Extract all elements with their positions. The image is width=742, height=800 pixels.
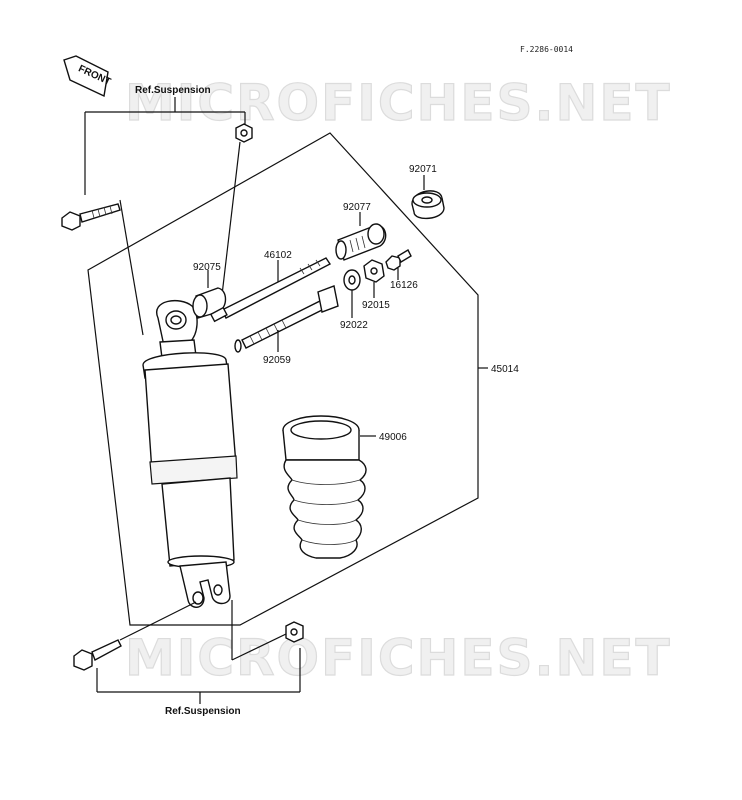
label-92077: 92077	[343, 202, 371, 213]
bottom-mounting-bolt	[73, 639, 122, 671]
label-92071: 92071	[409, 164, 437, 175]
assembly-outline-45014	[87, 132, 479, 626]
top-mounting-bolt	[61, 203, 121, 231]
part-92015-nut	[363, 259, 385, 283]
ref-suspension-bottom-bracket: Ref.Suspension	[96, 648, 301, 717]
label-92075: 92075	[193, 262, 221, 273]
top-mounting-nut	[235, 123, 253, 143]
label-46102: 46102	[264, 250, 292, 261]
ref-suspension-top-bracket: Ref.Suspension	[84, 85, 246, 195]
watermark-top: MICROFICHES.NET	[125, 74, 672, 132]
watermark-bottom: MICROFICHES.NET	[125, 629, 672, 687]
label-92022: 92022	[340, 320, 368, 331]
part-16126-fitting	[385, 249, 412, 271]
front-arrow-icon: FRONT	[63, 55, 112, 98]
label-49006: 49006	[379, 432, 407, 443]
bottom-mounting-nut	[285, 621, 304, 643]
label-92059: 92059	[263, 355, 291, 366]
part-46102-rod	[209, 257, 332, 323]
ref-suspension-bottom: Ref.Suspension	[165, 706, 241, 717]
part-49006-boot	[282, 415, 367, 559]
label-92015: 92015	[362, 300, 390, 311]
ref-suspension-top: Ref.Suspension	[135, 85, 211, 96]
label-45014: 45014	[491, 364, 519, 375]
label-16126: 16126	[390, 280, 418, 291]
part-92059-stud	[234, 285, 339, 353]
shock-absorber	[142, 299, 238, 608]
drawing-code: F.2286-0014	[520, 45, 573, 54]
part-92022-washer	[343, 269, 361, 291]
part-92071-cap	[411, 190, 445, 219]
part-92077-sleeve	[335, 223, 387, 261]
